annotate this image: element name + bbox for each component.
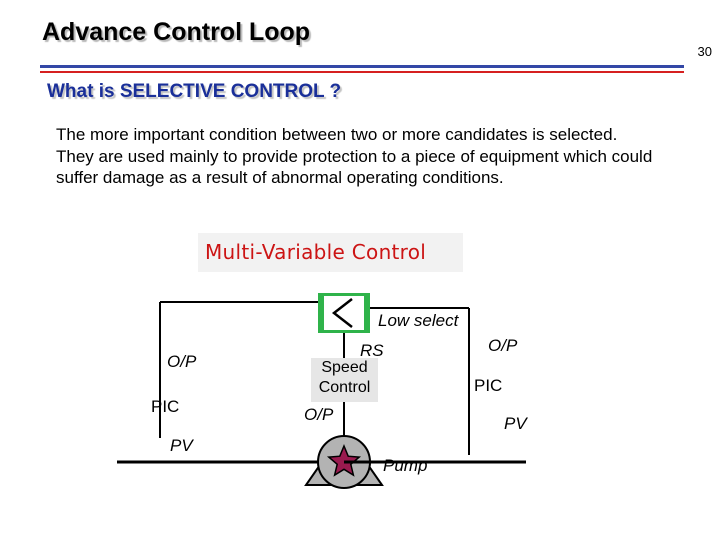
right-pv-label: PV [504,414,527,433]
speed-control-line2: Control [318,379,371,396]
speed-control-block: Speed Control [311,358,378,402]
description-paragraph: The more important condition between two… [56,125,653,187]
page-title: Advance Control Loop [42,18,311,46]
left-pic-label: PIC [151,397,180,416]
low-select-face [324,296,364,330]
right-op-label: O/P [488,336,518,355]
low-select-label: Low select [378,311,459,330]
pump-label: Pump [383,456,428,475]
left-pv-label: PV [170,436,193,455]
less-than-symbol [331,298,353,328]
slide-number: 30 [697,44,712,59]
diagram-heading-box: Multi-Variable Control [198,233,463,272]
left-op-label: O/P [167,352,197,371]
rs-label: RS [360,341,384,360]
right-pic-label: PIC [474,376,503,395]
title-rule-blue [40,65,684,68]
section-subtitle: What is SELECTIVE CONTROL ? [47,81,342,102]
title-rule-red [40,71,684,73]
speed-control-line1: Speed [321,359,368,376]
speed-control-op-label: O/P [304,405,334,424]
diagram-heading: Multi-Variable Control [205,240,427,264]
